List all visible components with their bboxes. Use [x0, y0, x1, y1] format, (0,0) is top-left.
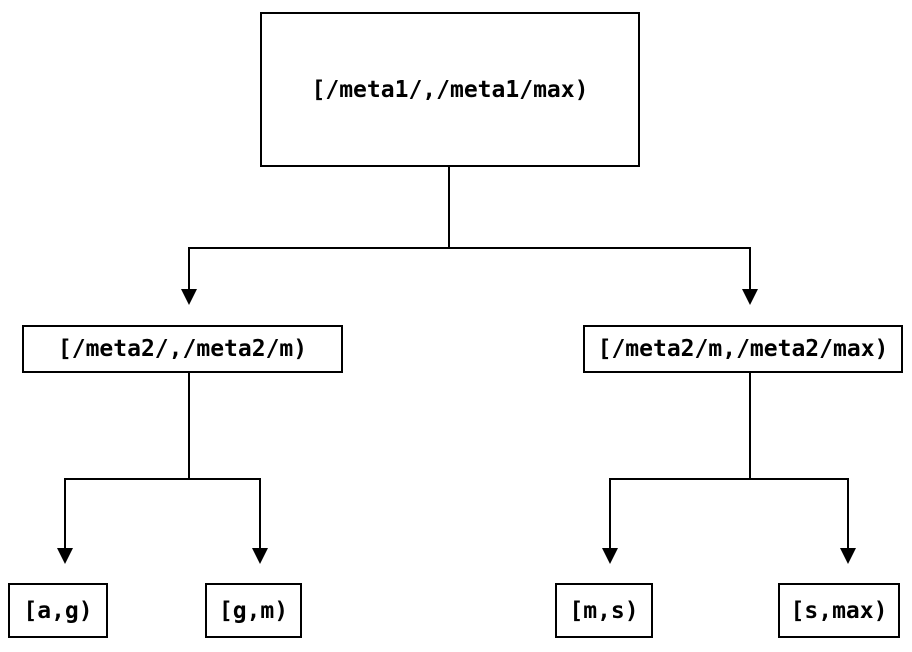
node-right-interval: [/meta2/m,/meta2/max) [583, 325, 903, 373]
edge-left-stub-line [188, 373, 190, 480]
edge-root-to-left-line [188, 247, 190, 291]
edge-root-stub-line [448, 167, 450, 249]
arrow-down-icon [181, 289, 197, 305]
edge-left-rail-line [64, 478, 261, 480]
edge-right-stub-line [749, 373, 751, 480]
arrow-down-icon [57, 548, 73, 564]
edge-right-to-leaf-ms-line [609, 478, 611, 549]
node-left-interval: [/meta2/,/meta2/m) [22, 325, 343, 373]
arrow-down-icon [742, 289, 758, 305]
node-leaf-smax: [s,max) [778, 583, 900, 638]
edge-right-to-leaf-smax-line [847, 478, 849, 549]
arrow-down-icon [840, 548, 856, 564]
arrow-down-icon [252, 548, 268, 564]
node-root-interval: [/meta1/,/meta1/max) [260, 12, 640, 167]
node-leaf-ms: [m,s) [555, 583, 653, 638]
node-leaf-ag: [a,g) [8, 583, 108, 638]
edge-right-rail-line [609, 478, 849, 480]
edge-root-to-right-line [749, 247, 751, 291]
node-leaf-gm: [g,m) [205, 583, 302, 638]
arrow-down-icon [602, 548, 618, 564]
edge-left-to-leaf-ag-line [64, 478, 66, 549]
edge-level1-rail-line [188, 247, 751, 249]
edge-left-to-leaf-gm-line [259, 478, 261, 549]
